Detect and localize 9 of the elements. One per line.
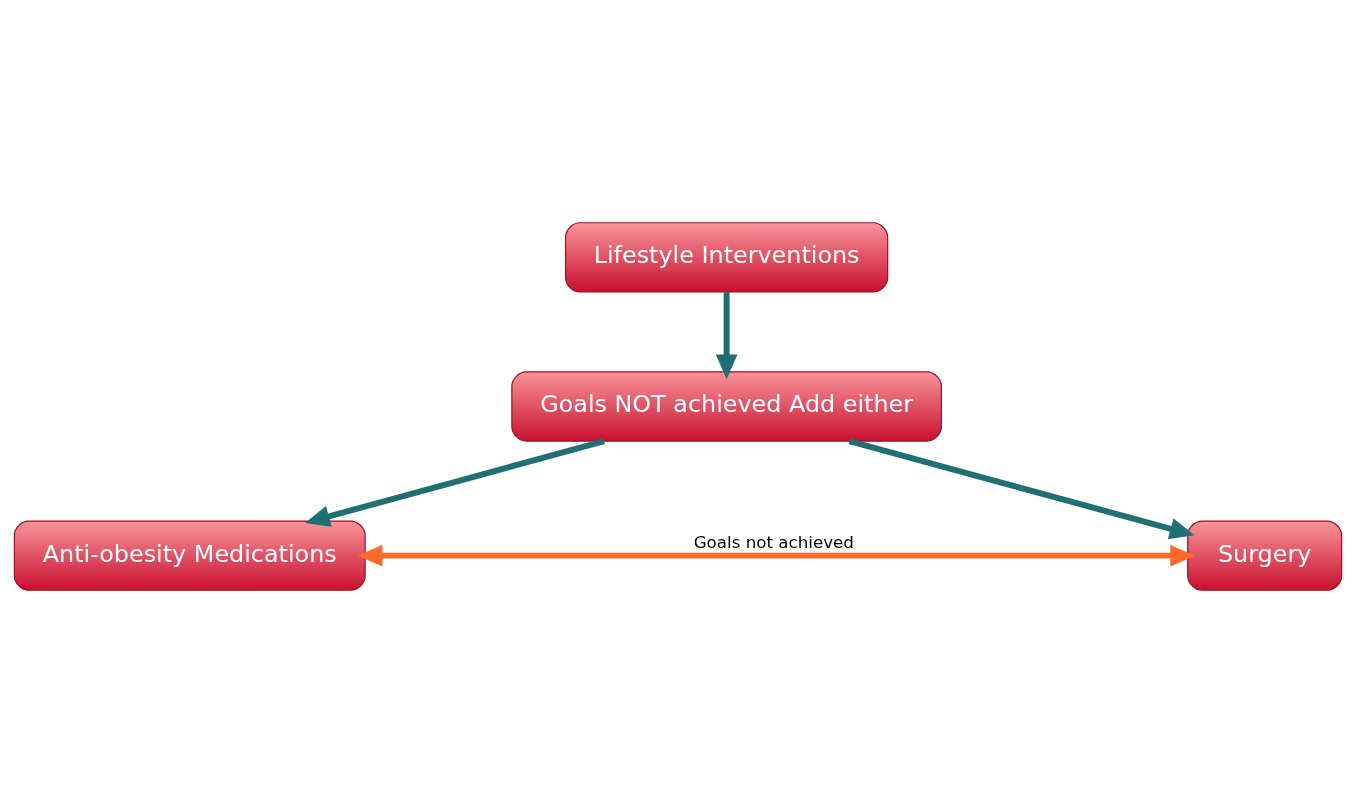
arrow — [357, 544, 1196, 566]
arrow — [848, 437, 1195, 539]
arrow — [305, 437, 605, 527]
node-box: Lifestyle Interventions — [564, 221, 889, 293]
edge-label: Goals not achieved — [693, 531, 854, 552]
arrow — [715, 291, 738, 379]
node-box: Goals NOT achieved Add either — [511, 370, 942, 442]
node-box: Surgery — [1187, 519, 1343, 591]
node-box: Anti-obesity Medications — [13, 519, 366, 591]
